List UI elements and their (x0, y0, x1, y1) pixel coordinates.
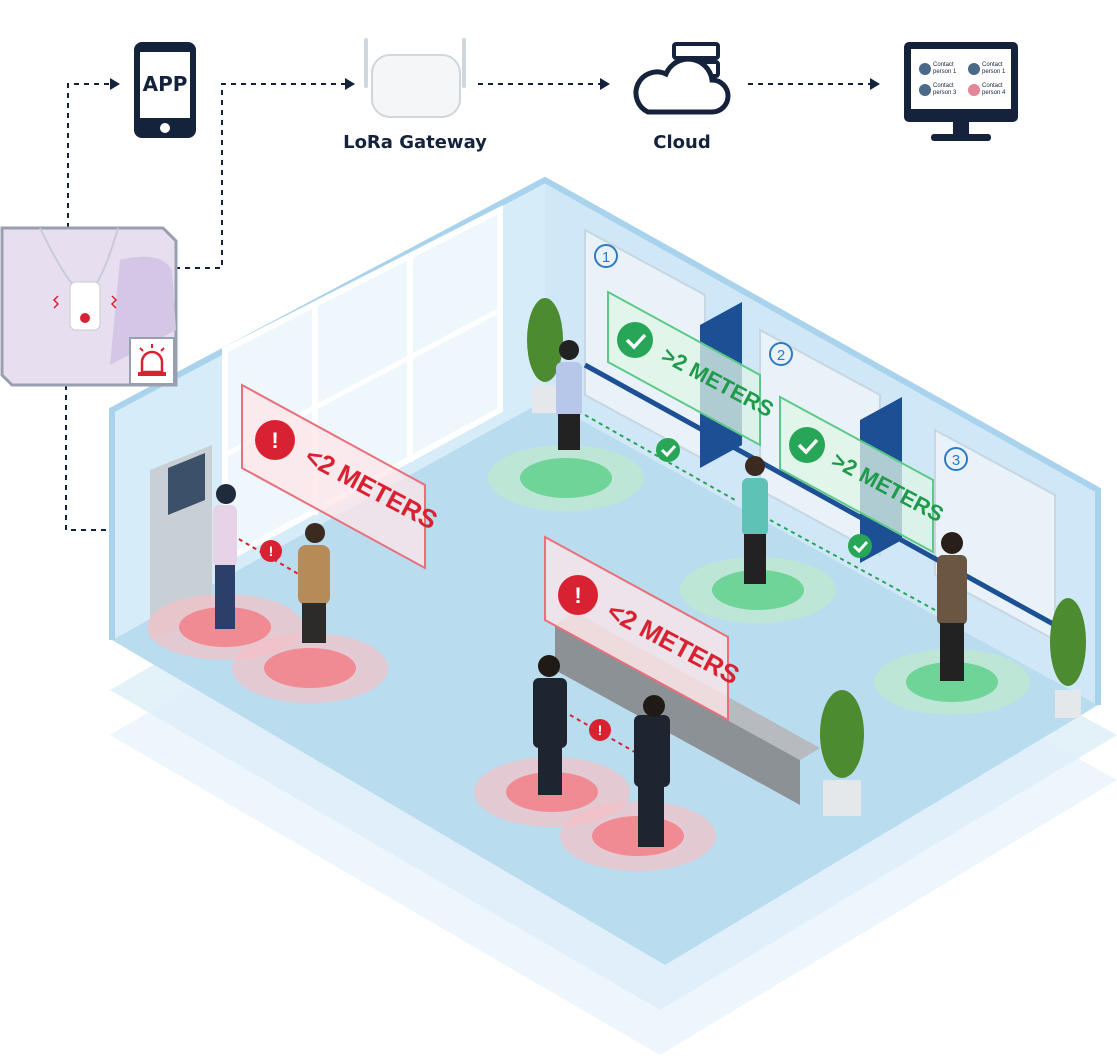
arrow-head-icon (345, 78, 355, 90)
avatar (919, 63, 931, 75)
phone-icon (134, 42, 196, 138)
person (556, 340, 582, 450)
plant-icon (1050, 598, 1086, 718)
person (634, 695, 670, 847)
svg-text:!: ! (574, 583, 581, 608)
svg-text:!: ! (269, 543, 274, 559)
svg-text:1: 1 (602, 249, 610, 266)
warning-icon: ! (260, 540, 282, 562)
proximity-ring-green (488, 445, 644, 511)
contact-label: Contact person 4 (982, 83, 1006, 96)
arrow-head-icon (600, 78, 610, 90)
svg-text:!: ! (598, 722, 603, 738)
lora-gateway-icon (364, 38, 466, 118)
distance-safe-panel: >2 METERS (607, 290, 778, 447)
svg-text:2: 2 (777, 347, 785, 364)
person (742, 456, 768, 584)
contact-label: Contact person 1 (933, 62, 957, 75)
person (298, 523, 330, 643)
svg-text:!: ! (271, 428, 278, 453)
cloud-server-icon (633, 42, 731, 115)
app-label: APP (142, 72, 188, 96)
distance-warning-panel: ! <2 METERS (544, 535, 744, 722)
person (937, 532, 967, 681)
service-desk (555, 625, 800, 805)
cloud-label: Cloud (653, 132, 711, 153)
plant-icon (820, 690, 864, 816)
wearable-device-inset (0, 226, 178, 387)
arrow-head-icon (870, 78, 880, 90)
gateway-label: LoRa Gateway (343, 132, 487, 153)
check-icon (848, 534, 872, 558)
proximity-ring-green (680, 557, 836, 623)
alarm-icon (138, 344, 166, 376)
sos-button (80, 313, 90, 323)
monitor-icon (904, 42, 1018, 141)
avatar (968, 63, 980, 75)
proximity-ring-green (874, 649, 1030, 715)
counter-badge: 1 (594, 244, 618, 268)
proximity-ring-red (232, 633, 388, 703)
plant-icon (527, 298, 563, 413)
contact-label: Contact person 3 (933, 83, 957, 96)
avatar (919, 84, 931, 96)
person (533, 655, 567, 795)
svg-text:3: 3 (952, 452, 960, 469)
avatar (968, 84, 980, 96)
person (213, 484, 237, 629)
warning-icon: ! (589, 719, 611, 741)
counter-badge: 2 (769, 342, 793, 366)
arrow-head-icon (110, 78, 120, 90)
contact-label: Contact person 1 (982, 62, 1006, 75)
check-icon (656, 438, 680, 462)
counter-badge: 3 (944, 447, 968, 471)
